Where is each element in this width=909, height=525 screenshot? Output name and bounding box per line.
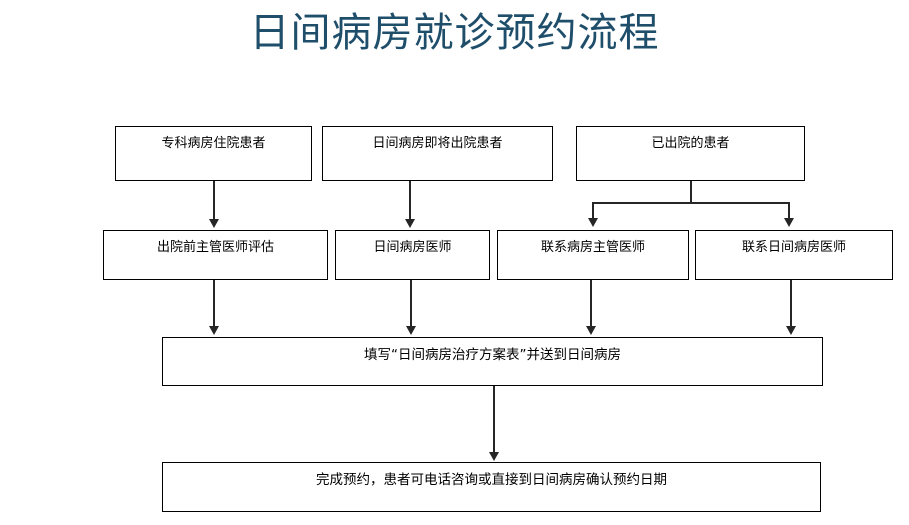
- arrowhead-assessment-to-form: [209, 326, 219, 335]
- node-contact-day-ward-doctor[interactable]: 联系日间病房医师: [695, 230, 893, 280]
- arrowhead-discharged-to-contactward: [588, 218, 598, 227]
- connector-daywarddoctor-to-form: [410, 280, 412, 328]
- node-day-ward-doctor[interactable]: 日间病房医师: [335, 230, 490, 280]
- connector-soondischarge-to-daywarddoctor: [409, 181, 411, 221]
- connector-discharged-to-contactdayward: [788, 202, 790, 220]
- arrowhead-contactward-to-form: [586, 326, 596, 335]
- arrowhead-specialty-to-assessment: [209, 219, 219, 228]
- connector-discharged-stem: [690, 181, 692, 204]
- arrowhead-discharged-to-contactdayward: [784, 218, 794, 227]
- connector-discharged-split-bar: [592, 202, 790, 204]
- arrowhead-contactdayward-to-form: [786, 326, 796, 335]
- connector-contactward-to-form: [590, 280, 592, 328]
- node-contact-ward-attending[interactable]: 联系病房主管医师: [497, 230, 689, 280]
- node-already-discharged[interactable]: 已出院的患者: [576, 126, 805, 181]
- connector-assessment-to-form: [213, 280, 215, 328]
- connector-discharged-to-contactward: [592, 202, 594, 220]
- node-pre-discharge-assessment[interactable]: 出院前主管医师评估: [103, 230, 328, 280]
- node-day-ward-soon-discharge[interactable]: 日间病房即将出院患者: [322, 126, 553, 181]
- connector-form-to-complete: [493, 386, 495, 454]
- node-appointment-complete[interactable]: 完成预约，患者可电话咨询或直接到日间病房确认预约日期: [162, 462, 821, 512]
- arrowhead-soondischarge-to-daywarddoctor: [405, 219, 415, 228]
- arrowhead-daywarddoctor-to-form: [406, 326, 416, 335]
- connector-contactdayward-to-form: [790, 280, 792, 328]
- node-specialty-ward-inpatient[interactable]: 专科病房住院患者: [115, 126, 312, 181]
- connector-specialty-to-assessment: [213, 181, 215, 221]
- node-fill-treatment-plan-form[interactable]: 填写“日间病房治疗方案表”并送到日间病房: [162, 337, 823, 386]
- arrowhead-form-to-complete: [489, 452, 499, 461]
- page-title: 日间病房就诊预约流程: [249, 10, 660, 56]
